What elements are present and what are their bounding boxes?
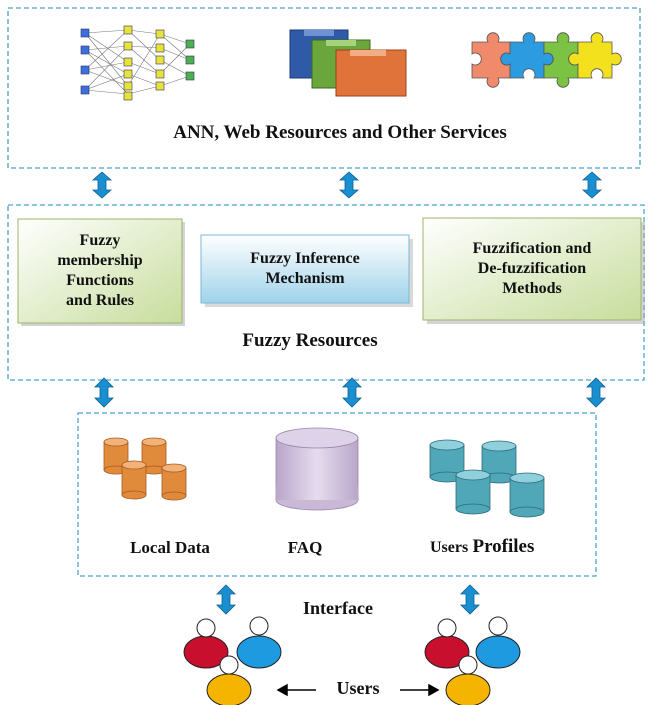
card-fuzzification-line: Methods (502, 280, 562, 297)
top-panel (7, 7, 641, 169)
users-label: Users (336, 678, 380, 698)
card-membership-line: Functions (66, 272, 134, 289)
stacked-windows-icon (289, 29, 407, 97)
faq-label: FAQ (287, 538, 323, 557)
fuzzy-panel-title: Fuzzy Resources (242, 330, 378, 351)
users-profiles-suffix: Profiles (472, 536, 535, 557)
users-profiles-prefix: Users (430, 539, 469, 556)
users-profiles-label: Users Profiles (430, 536, 610, 559)
double-arrow-icon (460, 584, 480, 615)
card-fuzzification: Fuzzification and De-fuzzification Metho… (423, 218, 641, 320)
users-profiles-database-icon (429, 439, 545, 518)
card-membership-line: Fuzzy (79, 232, 121, 249)
user-group-right-icon (424, 616, 521, 705)
double-arrow-icon (586, 377, 606, 408)
card-membership: Fuzzy membership Functions and Rules (18, 219, 182, 323)
double-arrow-icon (581, 171, 603, 199)
faq-database-icon (275, 427, 359, 511)
top-panel-title: ANN, Web Resources and Other Services (173, 122, 507, 143)
double-arrows (91, 171, 606, 615)
card-membership-line: and Rules (65, 292, 134, 309)
puzzle-pieces-icon (471, 32, 622, 88)
user-group-left-icon (183, 616, 282, 705)
card-inference: Fuzzy Inference Mechanism (201, 235, 409, 303)
double-arrow-icon (338, 171, 360, 199)
double-arrow-icon (94, 377, 114, 408)
data-panel (77, 412, 597, 577)
card-fuzzification-line: Fuzzification and (472, 240, 592, 257)
double-arrow-icon (342, 377, 362, 408)
users-arrows (276, 683, 440, 697)
double-arrow-icon (91, 171, 113, 199)
double-arrow-icon (216, 584, 236, 615)
neural-network-icon (80, 25, 195, 101)
card-inference-line: Fuzzy Inference (250, 250, 360, 267)
card-fuzzification-line: De-fuzzification (477, 260, 587, 277)
card-inference-line: Mechanism (265, 270, 345, 287)
local-data-label: Local Data (130, 538, 210, 557)
card-shadows (17, 217, 645, 326)
card-membership-line: membership (57, 252, 143, 269)
interface-label: Interface (303, 598, 373, 618)
local-data-database-icon (103, 437, 187, 501)
